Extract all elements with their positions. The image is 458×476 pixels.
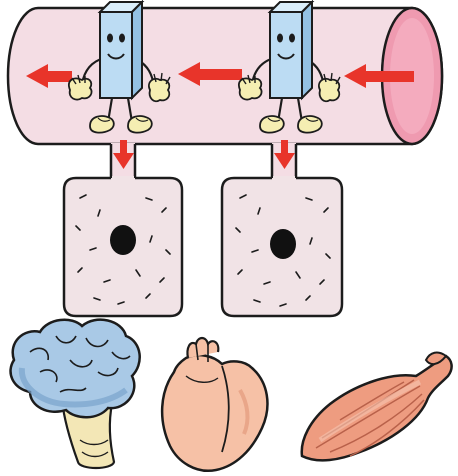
nucleus-icon <box>110 225 136 255</box>
nucleus-icon <box>270 229 296 259</box>
brain-icon <box>11 320 140 468</box>
right-channel <box>272 140 296 179</box>
muscle-icon <box>302 353 452 461</box>
left-channel <box>111 140 135 179</box>
cell-icon <box>222 176 342 316</box>
heart-icon <box>162 338 267 471</box>
cell-icon <box>64 176 182 316</box>
